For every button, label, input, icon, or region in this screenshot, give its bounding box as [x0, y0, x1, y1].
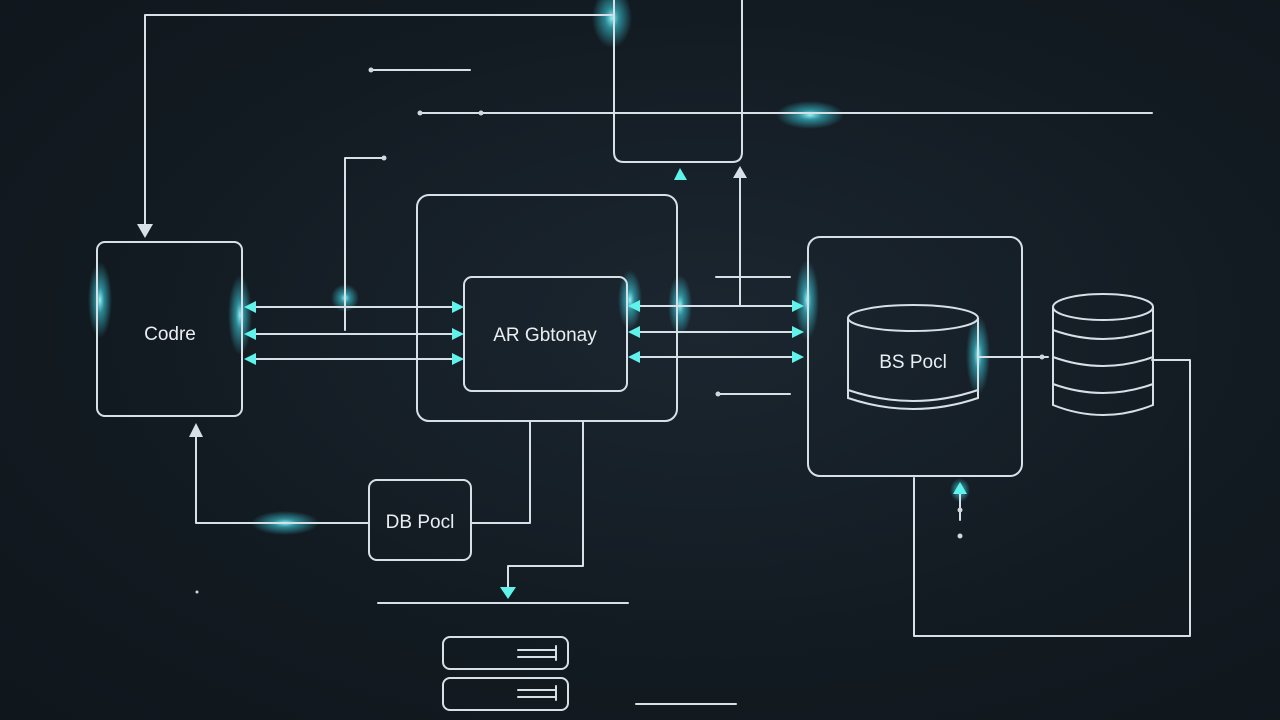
node-bs-pool-label: BS Pocl: [879, 352, 947, 373]
node-top-service[interactable]: [613, 0, 743, 163]
node-api-gateway-container[interactable]: [416, 194, 678, 422]
database-cylinder-icon: [847, 304, 979, 410]
arrow-down-icon: [500, 587, 516, 599]
arrow-down-icon: [137, 224, 153, 238]
node-db-pool[interactable]: DB Pocl: [368, 479, 472, 561]
arrow-up-icon: [674, 168, 687, 180]
node-api-gateway[interactable]: AR Gbtonay: [463, 276, 628, 392]
arrow-up-icon: [733, 166, 747, 178]
node-bs-pool-container[interactable]: BS Pocl: [807, 236, 1023, 477]
glow-effects: [88, 0, 990, 535]
connector-top-to-codre: [144, 14, 613, 229]
node-codre-label: Codre: [144, 324, 196, 345]
database-icon: [1052, 293, 1154, 416]
server-rack-icon: [442, 636, 569, 711]
arrow-up-icon: [953, 482, 967, 494]
node-db-pool-label: DB Pocl: [386, 512, 455, 533]
arrow-up-icon: [189, 423, 203, 437]
node-api-gateway-label: AR Gbtonay: [493, 325, 597, 346]
connector-lines: [137, 14, 1191, 705]
node-codre[interactable]: Codre: [96, 241, 243, 417]
